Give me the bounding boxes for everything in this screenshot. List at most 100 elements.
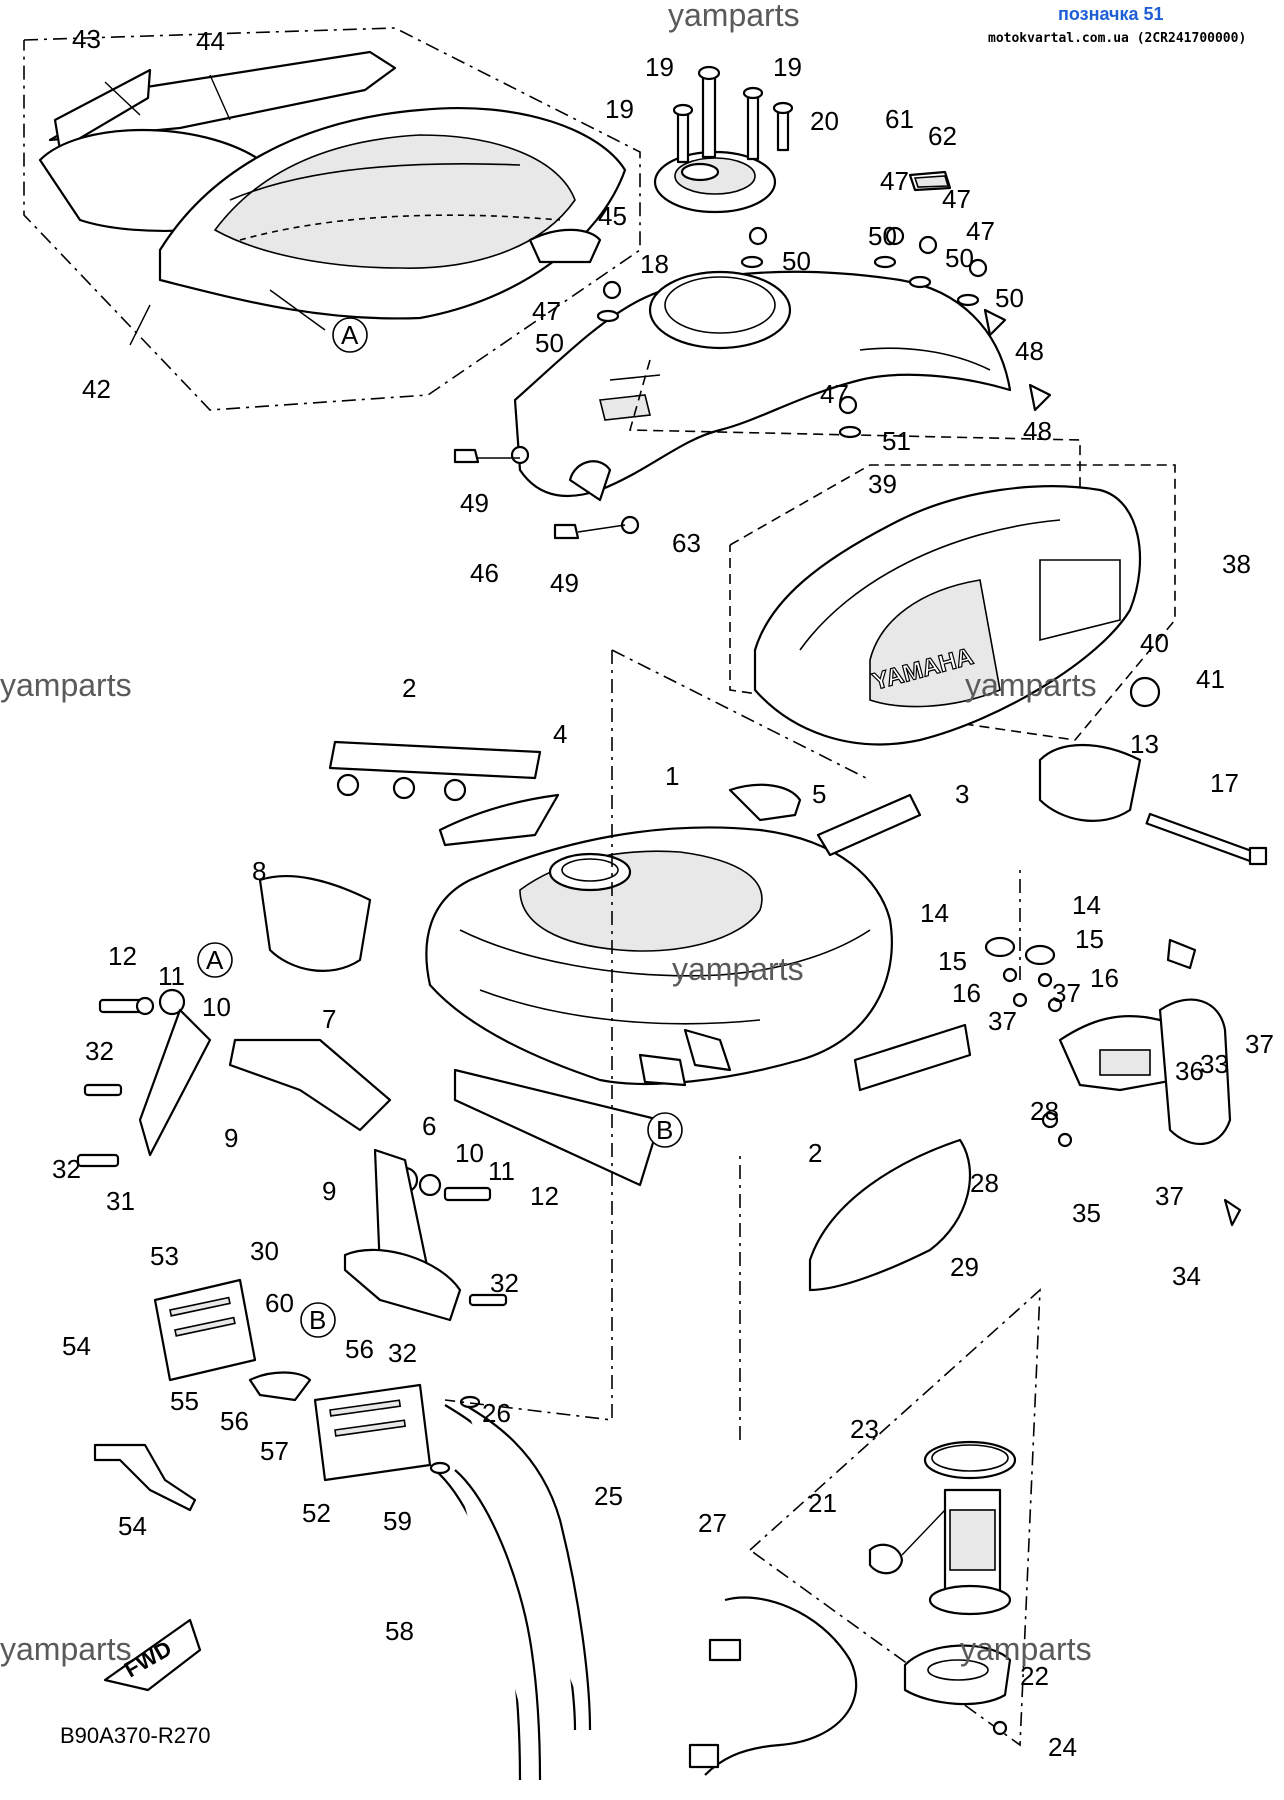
cover-piece-4 xyxy=(438,793,560,847)
ref-circle-b xyxy=(300,1302,336,1338)
callout-label: 59 xyxy=(383,1506,412,1536)
callout-label: 40 xyxy=(1140,628,1169,658)
callout-label: 4 xyxy=(553,719,567,749)
diagram-code: B90A370-R270 xyxy=(60,1723,210,1748)
callout-label: 56 xyxy=(345,1334,374,1364)
callout-label: 47 xyxy=(532,296,561,326)
callout-label: 1 xyxy=(665,761,679,791)
watermark: yamparts xyxy=(672,951,804,987)
callout-label: 14 xyxy=(920,898,949,928)
callout-label: 15 xyxy=(1075,924,1104,954)
left-side-hardware xyxy=(76,874,508,1307)
heat-shield-6 xyxy=(453,1068,662,1187)
callout-label: 47 xyxy=(966,216,995,246)
lower-stay-30 xyxy=(343,1248,462,1322)
callout-label: 61 xyxy=(885,104,914,134)
callout-label: 48 xyxy=(1023,416,1052,446)
callout-label: 27 xyxy=(698,1508,727,1538)
watermark: yamparts xyxy=(965,667,1097,703)
callout-label: 53 xyxy=(150,1241,179,1271)
callout-label: 6 xyxy=(422,1111,436,1141)
callout-label: 26 xyxy=(482,1398,511,1428)
lower-mount-bracket xyxy=(808,1023,1059,1292)
callout-label: 10 xyxy=(455,1138,484,1168)
callout-label: 48 xyxy=(1015,336,1044,366)
callout-label: 2 xyxy=(808,1138,822,1168)
callout-label: 9 xyxy=(322,1176,336,1206)
callout-label: 7 xyxy=(322,1004,336,1034)
callout-label: 45 xyxy=(598,201,627,231)
guide-lines xyxy=(444,649,1021,1440)
callout-label: 16 xyxy=(952,978,981,1008)
callout-label: 2 xyxy=(402,673,416,703)
callout-label: 22 xyxy=(1020,1661,1049,1691)
seat-cover-group xyxy=(23,27,641,411)
callout-label: 42 xyxy=(82,374,111,404)
watermark: yamparts xyxy=(0,1631,132,1667)
ref-label-b: B xyxy=(309,1305,326,1335)
callout-label: 37 xyxy=(988,1006,1017,1036)
callout-label: 50 xyxy=(535,328,564,358)
callout-label: 49 xyxy=(460,488,489,518)
callout-label: 52 xyxy=(302,1498,331,1528)
control-bracket-assembly xyxy=(1057,938,1242,1227)
callout-label: 41 xyxy=(1196,664,1225,694)
callout-label: 37 xyxy=(1155,1181,1184,1211)
callout-label: 12 xyxy=(108,941,137,971)
callout-label: 50 xyxy=(782,246,811,276)
callout-label: 16 xyxy=(1090,963,1119,993)
callout-label: 50 xyxy=(945,243,974,273)
watermark: yamparts xyxy=(960,1631,1092,1667)
callout-label: 19 xyxy=(645,52,674,82)
canisters xyxy=(93,1278,432,1512)
callout-label: 32 xyxy=(85,1036,114,1066)
callout-label: 51 xyxy=(882,426,911,456)
callout-label: 54 xyxy=(62,1331,91,1361)
callout-labels: 1 2 2 3 4 5 6 7 8 9 9 10 10 11 11 12 12 … xyxy=(52,24,1274,1762)
ref-label-b: B xyxy=(656,1115,673,1145)
mount-plate-assembly xyxy=(984,744,1268,1013)
callout-label: 47 xyxy=(880,166,909,196)
callout-label: 29 xyxy=(950,1252,979,1282)
fastener-hardware xyxy=(453,170,1052,540)
callout-label: 36 xyxy=(1175,1056,1204,1086)
watermark: yamparts xyxy=(668,0,800,33)
callout-label: 34 xyxy=(1172,1261,1201,1291)
callout-label: 31 xyxy=(106,1186,135,1216)
hoses xyxy=(429,1395,592,1781)
callout-label: 43 xyxy=(72,24,101,54)
callout-label: 18 xyxy=(640,249,669,279)
callout-label: 54 xyxy=(118,1511,147,1541)
callout-label: 47 xyxy=(942,184,971,214)
callout-label: 44 xyxy=(196,26,225,56)
callout-label: 63 xyxy=(672,528,701,558)
callout-label: 39 xyxy=(868,469,897,499)
callout-label: 25 xyxy=(594,1481,623,1511)
callout-label: 17 xyxy=(1210,768,1239,798)
callout-label: 32 xyxy=(52,1154,81,1184)
fuel-tank xyxy=(425,826,893,1087)
cover-piece-5 xyxy=(728,783,802,822)
fuel-cap-assembly xyxy=(653,65,794,214)
callout-label: 23 xyxy=(850,1414,879,1444)
upper-mount-bracket xyxy=(328,740,542,802)
watermark: yamparts xyxy=(0,667,132,703)
callout-label: 55 xyxy=(170,1386,199,1416)
callout-label: 3 xyxy=(955,779,969,809)
reference-subtitle: motokvartal.com.ua (2CR241700000) xyxy=(988,31,1246,46)
callout-label: 14 xyxy=(1072,890,1101,920)
callout-label: 60 xyxy=(265,1288,294,1318)
callout-label: 30 xyxy=(250,1236,279,1266)
callout-label: 11 xyxy=(158,961,185,991)
reference-title: позначка 51 xyxy=(1058,4,1164,24)
callout-label: 62 xyxy=(928,121,957,151)
callout-label: 50 xyxy=(995,283,1024,313)
callout-label: 33 xyxy=(1200,1049,1229,1079)
callout-label: 8 xyxy=(252,856,266,886)
label-3 xyxy=(816,793,922,857)
callout-label: 21 xyxy=(808,1488,837,1518)
callout-label: 13 xyxy=(1130,729,1159,759)
callout-label: 11 xyxy=(488,1156,515,1186)
callout-label: 38 xyxy=(1222,549,1251,579)
